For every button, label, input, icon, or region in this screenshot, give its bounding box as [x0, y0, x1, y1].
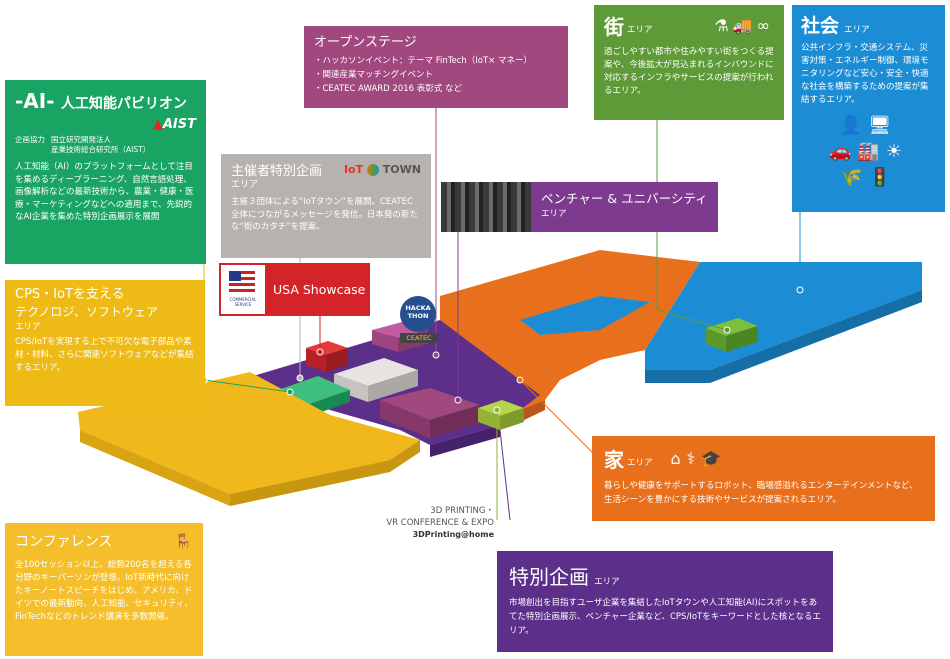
usa-showcase-label: USA Showcase [273, 282, 366, 297]
shakai-panel: 社会 エリア 公共インフラ・交通システム、災害対策・エネルギー制御、環境モニタリ… [792, 5, 945, 212]
venture-area-block [380, 388, 480, 420]
shakai-suffix: エリア [844, 25, 870, 35]
organizer-title2: エリア [231, 180, 259, 190]
person-icon: 👤 [839, 115, 869, 136]
shakai-desc: 公共インフラ・交通システム、災害対策・エネルギー制御、環境モニタリングなど安心・… [801, 43, 929, 105]
factory-icon: 🏭 [857, 141, 886, 162]
monitor-icon: 🖥 [868, 115, 898, 136]
iot-logo-b: TOWN [382, 163, 421, 176]
venture-title: ベンチャー & ユニバーシティ [541, 191, 708, 206]
tokubetsu-title: 特別企画 [509, 565, 589, 589]
lab-flask-icon: ⚗ [714, 16, 733, 35]
cps-title1: CPS・IoTを支える [15, 287, 125, 302]
venture-panel: ベンチャー & ユニバーシティ エリア [441, 182, 718, 232]
venture-suffix: エリア [541, 209, 567, 219]
open-stage-panel: オープンステージ ・ハッカソンイベント：テーマ FinTech（IoT× マネー… [304, 26, 568, 108]
traffic-light-icon: 🚦 [868, 167, 897, 188]
ceatec-badge: CEATEC [400, 333, 438, 343]
open-stage-item: ・CEATEC AWARD 2016 表彰式 など [314, 84, 462, 94]
chair-icon: 🪑 [174, 532, 193, 550]
open-stage-item: ・ハッカソンイベント：テーマ FinTech（IoT× マネー） [314, 56, 532, 66]
ai-coop-name1: 国立研究開発法人 [51, 135, 111, 144]
ie-title: 家 [604, 448, 624, 472]
tokubetsu-panel: 特別企画 エリア 市場創出を目指すユーザ企業を集結したIoTタウンや人工知能(A… [497, 551, 833, 652]
machi-panel: 街 エリア ⚗🚚∞ 過ごしやすい都市や住みやすい街をつくる提案や、今後拡大が見込… [594, 5, 784, 120]
open-stage-title: オープンステージ [314, 35, 417, 50]
printing-label: 3D PRINTING・ VR CONFERENCE & EXPO 3DPrin… [322, 505, 494, 541]
ai-coop-label: 企画協力 [15, 135, 45, 144]
house-icon: ⌂ [670, 449, 687, 468]
ie-notch [520, 296, 650, 335]
machi-desc: 過ごしやすい都市や住みやすい街をつくる提案や、今後拡大が見込まれるインバウンドに… [604, 47, 774, 96]
wheat-icon: 🌾 [840, 167, 869, 188]
shakai-title: 社会 [801, 15, 840, 37]
printing-line1: 3D PRINTING・ [430, 506, 494, 516]
tokubetsu-suffix: エリア [594, 577, 620, 587]
conference-title: コンファレンス [15, 534, 113, 550]
aist-logo-text: AIST [162, 117, 196, 132]
ai-title: -AI- 人工知能パビリオン [15, 88, 196, 117]
seal-text: COMMERCIAL SERVICE [229, 297, 257, 307]
conference-desc: 全100セッション以上、総勢200名を超える各分野のキーパーソンが登壇。IoT新… [15, 560, 193, 622]
conference-panel: コンファレンス 🪑 全100セッション以上、総勢200名を超える各分野のキーパー… [5, 523, 203, 656]
ai-coop: 企画協力 国立研究開発法人 産業技術総合研究所（AIST） [15, 135, 196, 155]
printing-area-block [478, 400, 524, 416]
ie-panel: 家 エリア ⌂⚕🎓 暮らしや健康をサポートするロボット、臨場感溢れるエンターテイ… [592, 436, 935, 521]
open-stage-item: ・関連産業マッチングイベント [314, 70, 434, 80]
solar-icon: ☀ [885, 141, 908, 162]
machi-title: 街 [604, 15, 624, 39]
organizer-panel: 主催者特別企画 IoT TOWN エリア 主催３団体による“IoTタウン”を展開… [221, 154, 431, 258]
organizer-desc: 主催３団体による“IoTタウン”を展開。CEATEC全体につながるメッセージを発… [231, 197, 418, 232]
cps-desc: CPS/IoTを実現する上で不可欠な電子部品や素材・材料、さらに関連ソフトウェア… [15, 337, 194, 373]
iot-logo-a: IoT [343, 163, 364, 176]
ai-title-a: -AI- [15, 89, 55, 113]
ai-desc: 人工知能（AI）のプラットフォームとして注目を集めるディープラーニング、自然言語… [15, 162, 194, 222]
graduation-cap-icon: 🎓 [701, 449, 728, 468]
machi-area-block [706, 318, 758, 336]
cps-suffix: エリア [15, 322, 41, 332]
ai-pavilion-panel: -AI- 人工知能パビリオン ▲AIST 企画協力 国立研究開発法人 産業技術総… [5, 80, 206, 264]
car-icon: 🚗 [829, 141, 858, 162]
usa-showcase-block [306, 341, 348, 355]
open-stage-list: ・ハッカソンイベント：テーマ FinTech（IoT× マネー） ・関連産業マッ… [314, 54, 558, 96]
ie-desc: 暮らしや健康をサポートするロボット、臨場感溢れるエンターテインメントなど、生活シ… [604, 481, 918, 505]
tokubetsu-desc: 市場創出を目指すユーザ企業を集結したIoTタウンや人工知能(AI)にスポットをあ… [509, 598, 821, 636]
printing-logo: 3DPrinting@home [412, 530, 494, 539]
commercial-service-seal: COMMERCIAL SERVICE [221, 265, 265, 314]
ie-suffix: エリア [627, 457, 653, 468]
ai-coop-name2: 産業技術総合研究所（AIST） [51, 145, 151, 154]
globe-icon [366, 164, 379, 176]
cps-title2: テクノロジ、ソフトウェア [15, 305, 158, 319]
hackathon-badge: HACKA THON [400, 296, 436, 332]
stethoscope-icon: ⚕ [686, 449, 702, 468]
iot-town-logo: IoT TOWN [344, 163, 421, 176]
ai-title-b: 人工知能パビリオン [60, 96, 187, 112]
machi-suffix: エリア [627, 24, 653, 35]
iot-town-block [334, 358, 418, 386]
truck-icon: 🚚 [732, 16, 757, 35]
usa-showcase-panel: COMMERCIAL SERVICE USA Showcase [219, 263, 370, 316]
binoculars-icon: ∞ [756, 16, 774, 35]
hackathon-line1: HACKA [405, 304, 431, 312]
venture-photo [441, 182, 531, 232]
organizer-title: 主催者特別企画 [231, 164, 323, 179]
printing-line2: VR CONFERENCE & EXPO [386, 518, 494, 528]
aist-logo: ▲AIST [152, 117, 196, 132]
hackathon-line2: THON [407, 312, 429, 320]
cps-panel: CPS・IoTを支える テクノロジ、ソフトウェア エリア CPS/IoTを実現す… [5, 280, 205, 406]
